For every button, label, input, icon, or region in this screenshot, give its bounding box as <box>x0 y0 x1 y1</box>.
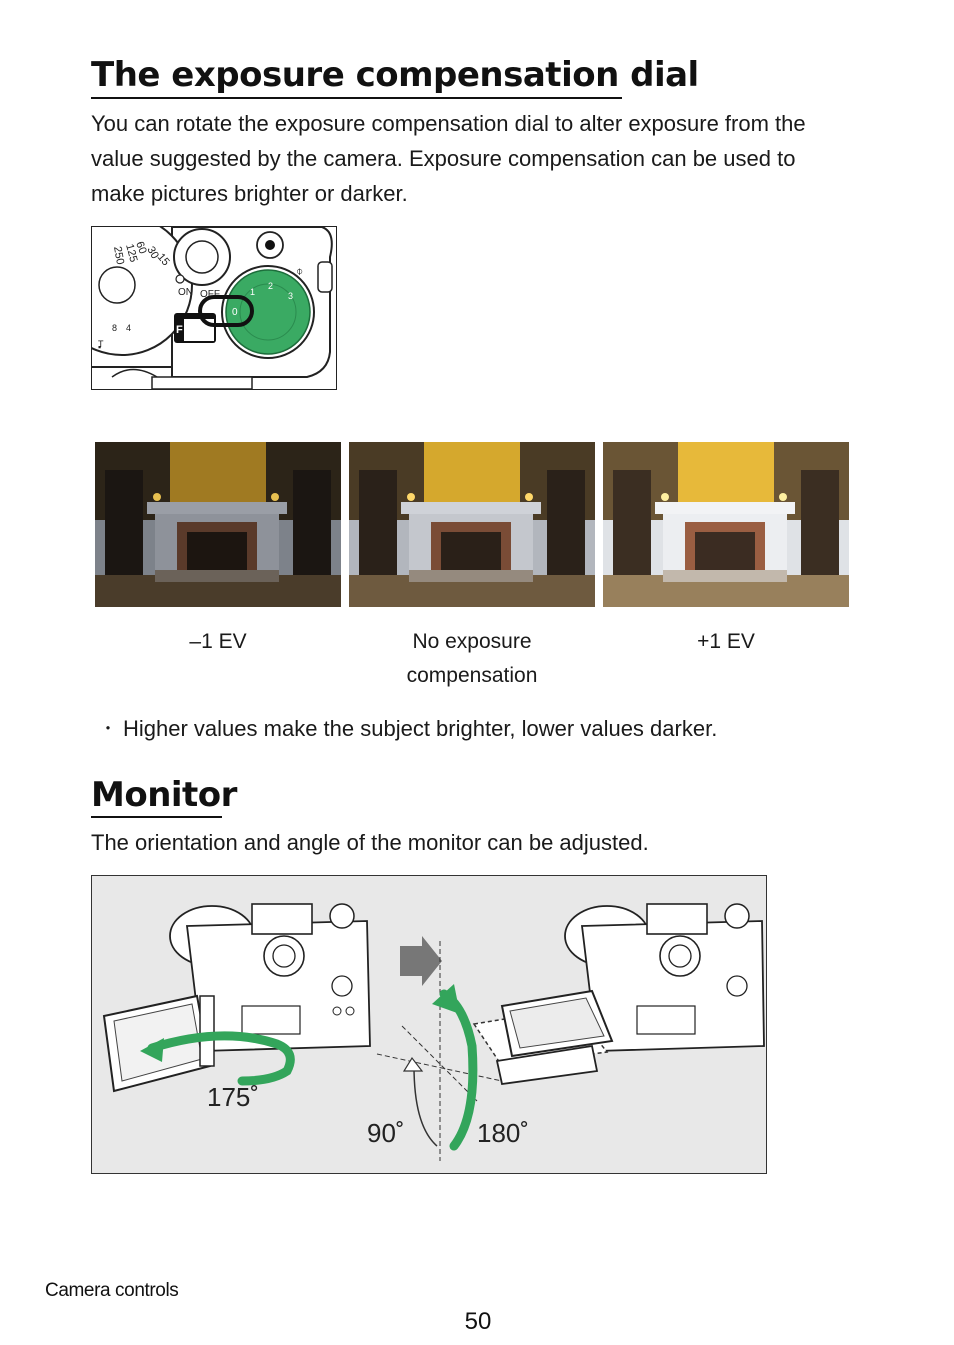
angle-180-label: 180˚ <box>477 1118 529 1148</box>
bullet-item: ・ Higher values make the subject brighter… <box>100 712 717 747</box>
svg-text:⌽: ⌽ <box>296 264 303 278</box>
svg-text:8: 8 <box>112 323 117 333</box>
shutter-60: 60 <box>133 240 148 256</box>
example-photo-no-comp <box>349 442 595 607</box>
power-off-label: OFF <box>200 289 220 300</box>
heading-underline <box>91 816 222 818</box>
section-body-exposure-dial: You can rotate the exposure compensation… <box>91 111 806 206</box>
camera-right-icon <box>472 903 765 1086</box>
angle-90-label: 90˚ <box>367 1118 405 1148</box>
comp-2: 2 <box>268 281 273 291</box>
comp-1: 1 <box>250 287 255 297</box>
bullet-dot-icon: ・ <box>100 721 117 738</box>
svg-text:▪: ▪ <box>98 342 101 352</box>
transition-arrow-icon <box>400 936 442 986</box>
shutter-30: 30 <box>144 245 161 262</box>
caption-plus-1ev: +1 EV <box>697 630 755 653</box>
section-title-exposure-dial: The exposure compensation dial <box>91 55 699 95</box>
camera-left-icon <box>102 903 371 1093</box>
comp-0: 0 <box>232 307 238 318</box>
exposure-dial-illustration: 250 125 60 30 15 T 8 4 ▪ ON OFF F 0 1 2 … <box>91 226 337 390</box>
bullet-text: Higher values make the subject brighter,… <box>123 716 718 741</box>
caption-no-comp-line1: No exposure <box>412 630 532 653</box>
example-photo-plus-1ev <box>603 442 849 607</box>
footer-section-name: Camera controls <box>45 1280 179 1301</box>
svg-text:T: T <box>98 339 104 349</box>
monitor-illustration: 175˚ 90˚ 180˚ <box>91 875 767 1174</box>
svg-text:4: 4 <box>126 323 131 333</box>
section-title-monitor: Monitor <box>91 775 237 815</box>
angle-175-label: 175˚ <box>207 1082 259 1112</box>
section-body-monitor: The orientation and angle of the monitor… <box>91 830 649 855</box>
heading-underline <box>91 97 622 99</box>
power-on-label: ON <box>178 287 193 298</box>
shutter-250: 250 <box>111 245 126 265</box>
shutter-125: 125 <box>123 243 139 264</box>
example-photo-minus-1ev <box>95 442 341 607</box>
comp-3: 3 <box>288 291 293 301</box>
caption-no-comp: No exposure compensation <box>349 625 595 693</box>
caption-no-comp-line2: compensation <box>406 664 538 687</box>
caption-minus-1ev: –1 EV <box>189 630 247 653</box>
page-number: 50 <box>464 1308 492 1335</box>
mode-f-label: F <box>176 324 183 336</box>
